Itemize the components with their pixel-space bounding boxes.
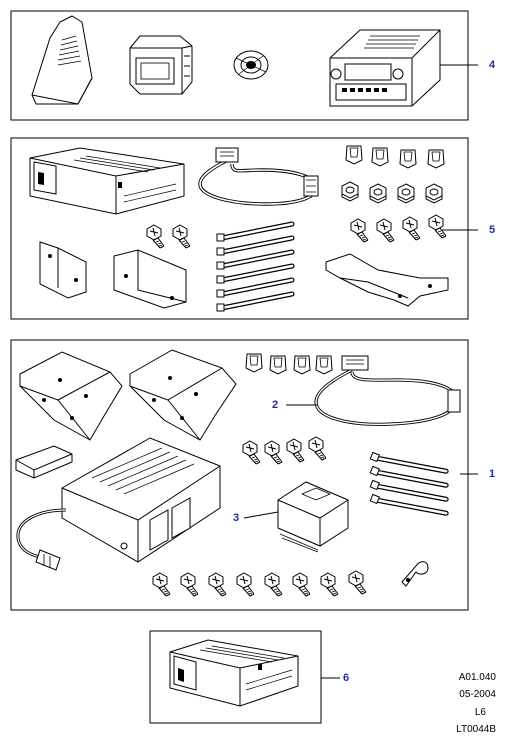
grommet-part — [233, 50, 269, 80]
panel-1 — [10, 339, 478, 611]
date-label: 05-2004 — [459, 689, 496, 700]
p-clip-part — [401, 561, 429, 587]
clip-part — [293, 355, 311, 375]
cable-tie-part — [217, 294, 292, 311]
screw-part — [172, 224, 191, 249]
trim-cover-part — [31, 15, 93, 105]
pad-part — [15, 445, 73, 479]
screw-part — [428, 214, 447, 239]
screw-part — [402, 216, 421, 241]
wiring-harness-part — [198, 147, 319, 206]
cd-changer-unit-part — [16, 437, 221, 571]
screw-part — [308, 436, 327, 461]
screw-part — [146, 224, 165, 249]
cd-changer-part — [29, 147, 185, 215]
callout-2: 2 — [272, 399, 279, 411]
clip-part — [315, 355, 333, 375]
mounting-bracket-part — [129, 35, 193, 95]
screw-part — [180, 572, 199, 597]
callout-1: 1 — [489, 468, 496, 480]
screw-part — [350, 218, 369, 243]
clip-part — [245, 353, 263, 373]
screw-part — [292, 572, 311, 597]
radio-head-unit-part — [329, 29, 441, 107]
nut-part — [341, 181, 359, 202]
clip-part — [371, 147, 389, 167]
panel-5 — [10, 137, 478, 320]
nut-part — [369, 183, 387, 204]
control-module-part — [277, 481, 349, 553]
illustration-id: LT0044B — [456, 724, 496, 735]
callout-3: 3 — [233, 512, 240, 524]
large-bracket-left-part — [19, 351, 123, 441]
mounting-plate-part — [325, 253, 449, 307]
reference-number: A01.040 — [458, 672, 496, 683]
screw-part — [320, 572, 339, 597]
code-label: L6 — [474, 707, 486, 718]
clip-part — [427, 149, 445, 169]
cd-changer-small-part — [169, 639, 299, 707]
screw-part — [376, 218, 395, 243]
bracket-right-part — [113, 249, 187, 309]
callout-6: 6 — [343, 672, 350, 684]
screw-part — [264, 440, 283, 465]
bracket-left-part — [39, 241, 87, 299]
clip-part — [345, 145, 363, 165]
screw-part — [286, 438, 305, 463]
nut-part — [397, 183, 415, 204]
screw-part — [152, 572, 171, 597]
screw-part — [242, 440, 261, 465]
screw-part — [236, 572, 255, 597]
clip-part — [269, 355, 287, 375]
leader-3 — [243, 511, 279, 519]
clip-part — [399, 149, 417, 169]
panel-4 — [10, 10, 478, 121]
callout-4: 4 — [489, 59, 496, 71]
screw-part — [264, 572, 283, 597]
screw-part — [208, 572, 227, 597]
panel-6 — [149, 630, 340, 724]
callout-5: 5 — [489, 224, 496, 236]
screw-part — [348, 570, 367, 595]
large-bracket-right-part — [129, 349, 237, 441]
cable-ties-part — [370, 443, 446, 529]
harness-part — [314, 355, 461, 426]
nut-part — [425, 183, 443, 204]
